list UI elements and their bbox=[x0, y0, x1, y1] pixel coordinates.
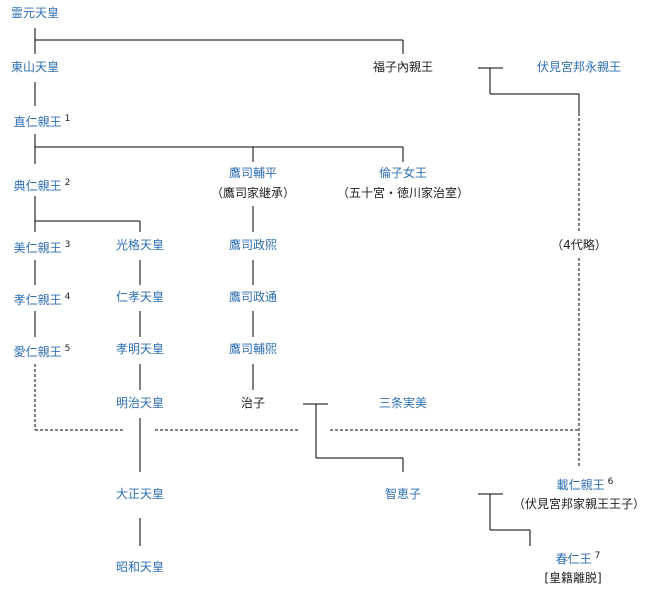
node-meiji[interactable]: 明治天皇 bbox=[115, 396, 165, 410]
node-takahito[interactable]: 孝仁親王 bbox=[13, 293, 62, 307]
node-takatsukasa-sukehira[interactable]: 鷹司輔平 bbox=[228, 166, 278, 180]
node-masamichi[interactable]: 鷹司政通 bbox=[228, 290, 278, 304]
node-showa[interactable]: 昭和天皇 bbox=[115, 560, 165, 574]
node-sukehiro[interactable]: 鷹司輔煕 bbox=[228, 342, 278, 356]
node-kokaku[interactable]: 光格天皇 bbox=[115, 238, 165, 252]
node-naruhito[interactable]: 愛仁親王 bbox=[13, 345, 62, 359]
node-haruko: 治子 bbox=[240, 396, 266, 410]
node-sukehira-sub: （鷹司家継承） bbox=[210, 186, 296, 200]
node-tomoko-sub: （五十宮・徳川家治室） bbox=[336, 186, 470, 200]
footnote-marker: 3 bbox=[64, 240, 71, 250]
node-taisho[interactable]: 大正天皇 bbox=[115, 487, 165, 501]
footnote-marker: 6 bbox=[607, 477, 614, 487]
node-reigen[interactable]: 霊元天皇 bbox=[10, 6, 60, 20]
footnote-marker: 5 bbox=[64, 344, 71, 354]
node-sukehito[interactable]: 典仁親王 bbox=[13, 179, 62, 193]
node-kuninaga[interactable]: 伏見宮邦永親王 bbox=[536, 60, 622, 74]
node-tomoko[interactable]: 倫子女王 bbox=[378, 166, 428, 180]
node-higashiyama[interactable]: 東山天皇 bbox=[10, 60, 60, 74]
footnote-marker: 7 bbox=[594, 551, 601, 561]
node-yoshihito[interactable]: 美仁親王 bbox=[13, 241, 62, 255]
footnote-marker: 4 bbox=[64, 292, 71, 302]
node-komei[interactable]: 孝明天皇 bbox=[115, 342, 165, 356]
node-haruhito-sub: [皇籍離脱] bbox=[544, 571, 602, 585]
node-fukuko: 福子內親王 bbox=[372, 60, 434, 74]
node-haruhito[interactable]: 春仁王 bbox=[555, 552, 592, 566]
node-naohito[interactable]: 直仁親王 bbox=[13, 115, 62, 129]
omitted-note: （4代略） bbox=[549, 238, 609, 252]
footnote-marker: 2 bbox=[64, 178, 71, 188]
node-hirohito-shinno[interactable]: 載仁親王 bbox=[556, 478, 605, 492]
node-chieko[interactable]: 智恵子 bbox=[384, 487, 422, 501]
node-ninko[interactable]: 仁孝天皇 bbox=[115, 290, 165, 304]
node-hirohito-shinno-sub: （伏見宮邦家親王王子） bbox=[512, 497, 646, 511]
node-masahiro[interactable]: 鷹司政煕 bbox=[228, 238, 278, 252]
node-sanetomi[interactable]: 三条実美 bbox=[378, 396, 428, 410]
footnote-marker: 1 bbox=[64, 114, 71, 124]
